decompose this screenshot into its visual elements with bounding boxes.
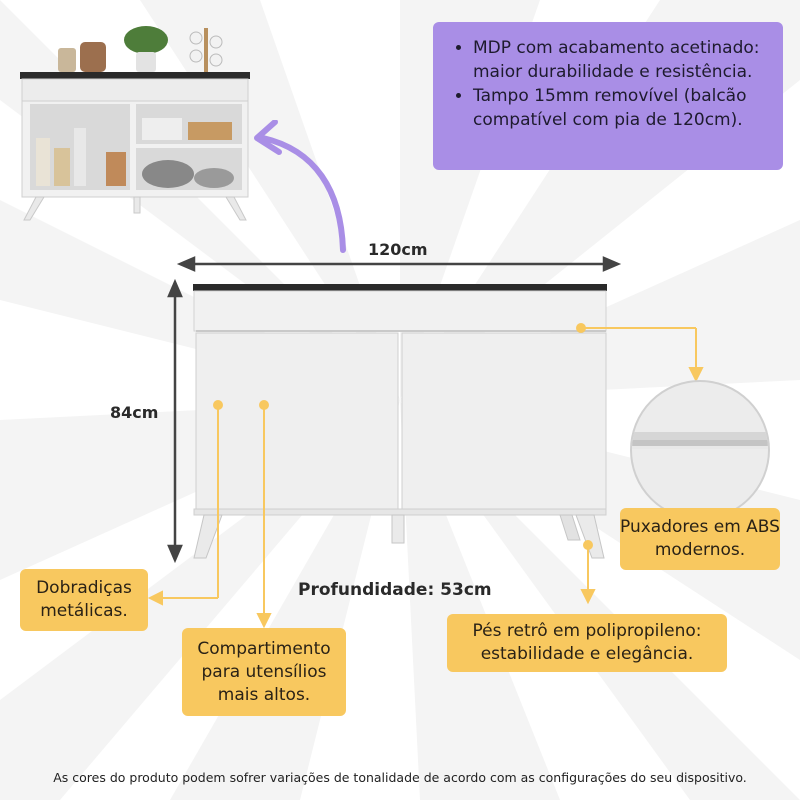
feature-box: MDP com acabamento acetinado: maior dura… [433,22,783,170]
left-door [195,332,399,510]
hinges-callout: Dobradiças metálicas. [20,569,148,631]
handle-zoom-detail [630,380,770,520]
hinges-leader [147,400,223,606]
feature-list: MDP com acabamento acetinado: maior dura… [451,36,771,132]
handles-leader [576,323,704,383]
feet-leader [580,540,596,605]
leg [575,514,605,559]
hinges-callout-text: Dobradiças metálicas. [36,578,132,621]
compartment-leader [256,400,272,629]
depth-label: Profundidade: 53cm [298,580,492,600]
mug-tree-icon [204,28,208,72]
handles-callout-text: Puxadores em ABS modernos. [620,517,780,560]
feet-callout-text: Pés retrô em polipropileno: estabilidade… [472,621,702,664]
right-door [401,332,607,510]
countertop [193,284,607,291]
height-label: 84cm [110,403,159,422]
leg [193,514,223,559]
width-label: 120cm [368,240,428,259]
feature-item: MDP com acabamento acetinado: maior dura… [473,36,771,84]
compartment-callout-text: Compartimento para utensílios mais altos… [197,638,331,705]
plant-icon [124,26,168,54]
product-open-illustration [20,26,250,221]
feature-item: Tampo 15mm removível (balcão compatível … [473,84,771,132]
jar-icon [58,48,76,72]
leg [391,514,405,544]
curved-arrow-icon [254,120,346,253]
height-dimension-line [167,278,183,564]
feet-callout: Pés retrô em polipropileno: estabilidade… [447,614,727,672]
jar-icon [80,42,106,72]
compartment-callout: Compartimento para utensílios mais altos… [182,628,346,716]
color-disclaimer: As cores do produto podem sofrer variaçõ… [53,770,747,785]
handles-callout: Puxadores em ABS modernos. [620,508,780,570]
width-dimension-line [176,256,622,272]
leg [559,514,581,541]
